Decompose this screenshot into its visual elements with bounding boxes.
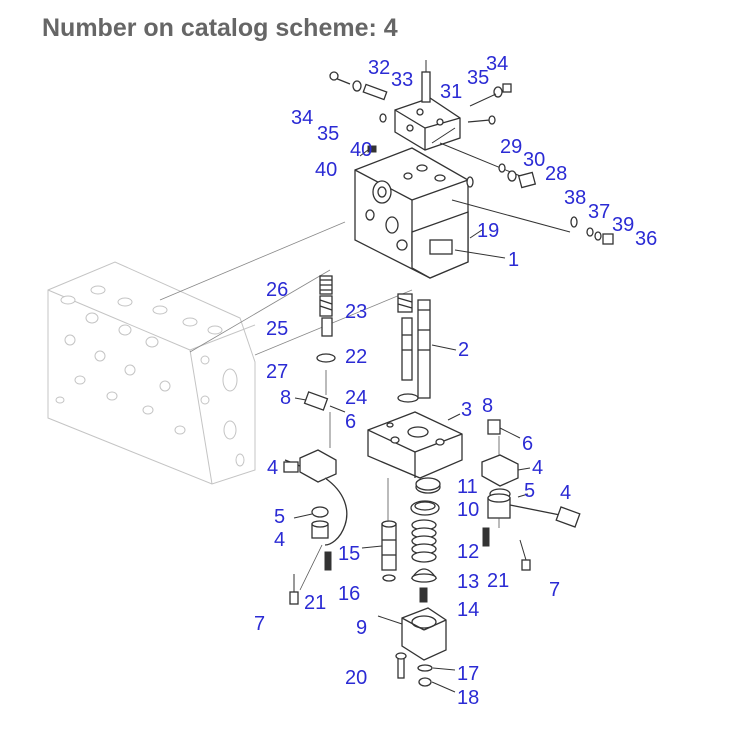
callout-4: 4 [274, 529, 285, 551]
callout-3: 3 [461, 399, 472, 421]
callout-14: 14 [457, 599, 479, 621]
part-1-valve-body [354, 127, 571, 279]
part-25-26-27-spring-set [316, 275, 336, 363]
callout-35: 35 [317, 123, 339, 145]
callout-25: 25 [266, 318, 288, 340]
part-34-35-bolts [467, 83, 512, 125]
assembly-lines [159, 221, 413, 356]
part-19 [466, 176, 474, 188]
callout-36: 36 [635, 228, 657, 250]
part-4-6-8-right-solenoid [481, 419, 581, 528]
callout-19: 19 [477, 220, 499, 242]
callout-20: 20 [345, 667, 367, 689]
part-10-14-center-stack [410, 477, 441, 603]
callout-31: 31 [440, 81, 462, 103]
callout-1: 1 [508, 249, 519, 271]
callout-9: 9 [356, 617, 367, 639]
callout-26: 26 [266, 279, 288, 301]
callout-18: 18 [457, 687, 479, 709]
callout-6: 6 [345, 411, 356, 433]
part-7-21-bolts [289, 527, 531, 605]
part-40-plug [359, 145, 377, 157]
callout-23: 23 [345, 301, 367, 323]
part-3-lower-body [367, 411, 463, 479]
main-valve-block-illustration [47, 261, 256, 485]
callout-2: 2 [458, 339, 469, 361]
part-28-30-fitting [498, 163, 537, 189]
callout-29: 29 [500, 136, 522, 158]
callout-4: 4 [532, 457, 543, 479]
callout-7: 7 [549, 579, 560, 601]
part-9-bottom-cap [377, 607, 447, 661]
callout-16: 16 [338, 583, 360, 605]
callout-6: 6 [522, 433, 533, 455]
callout-13: 13 [457, 571, 479, 593]
part-15-16-pin [361, 520, 397, 582]
callout-37: 37 [588, 201, 610, 223]
page-title: Number on catalog scheme: 4 [42, 14, 398, 42]
callout-7: 7 [254, 613, 265, 635]
callout-22: 22 [345, 346, 367, 368]
callout-8: 8 [280, 387, 291, 409]
callout-11: 11 [457, 476, 478, 498]
callout-34: 34 [291, 107, 313, 129]
callout-15: 15 [338, 543, 360, 565]
part-4-6-8-left-solenoid [283, 391, 348, 546]
callout-38: 38 [564, 187, 586, 209]
callout-10: 10 [457, 499, 479, 521]
assembly-guide-lines [299, 370, 500, 591]
callout-5: 5 [524, 480, 535, 502]
callout-12: 12 [457, 541, 479, 563]
part-2-22-23-spools [397, 293, 457, 403]
callout-4: 4 [560, 482, 571, 504]
callout-30: 30 [523, 149, 545, 171]
callout-21: 21 [304, 592, 326, 614]
callout-34: 34 [486, 53, 508, 75]
callout-35: 35 [467, 67, 489, 89]
callout-labels: 32 33 31 35 34 34 35 40 40 29 30 28 38 3… [254, 53, 657, 709]
callout-17: 17 [457, 663, 479, 685]
callout-21: 21 [487, 570, 509, 592]
callout-8: 8 [482, 395, 493, 417]
part-36-39-plug-set [570, 216, 614, 245]
callout-28: 28 [545, 163, 567, 185]
callout-32: 32 [368, 57, 390, 79]
callout-33: 33 [391, 69, 413, 91]
callout-40: 40 [315, 159, 337, 181]
callout-24: 24 [345, 387, 367, 409]
part-32-33-plugs [329, 71, 388, 123]
callout-27: 27 [266, 361, 288, 383]
part-31-cover [394, 60, 461, 151]
callout-39: 39 [612, 214, 634, 236]
part-17-18-20-fasteners [395, 652, 456, 693]
callout-4: 4 [267, 457, 278, 479]
callout-5: 5 [274, 506, 285, 528]
callout-40: 40 [350, 139, 372, 161]
